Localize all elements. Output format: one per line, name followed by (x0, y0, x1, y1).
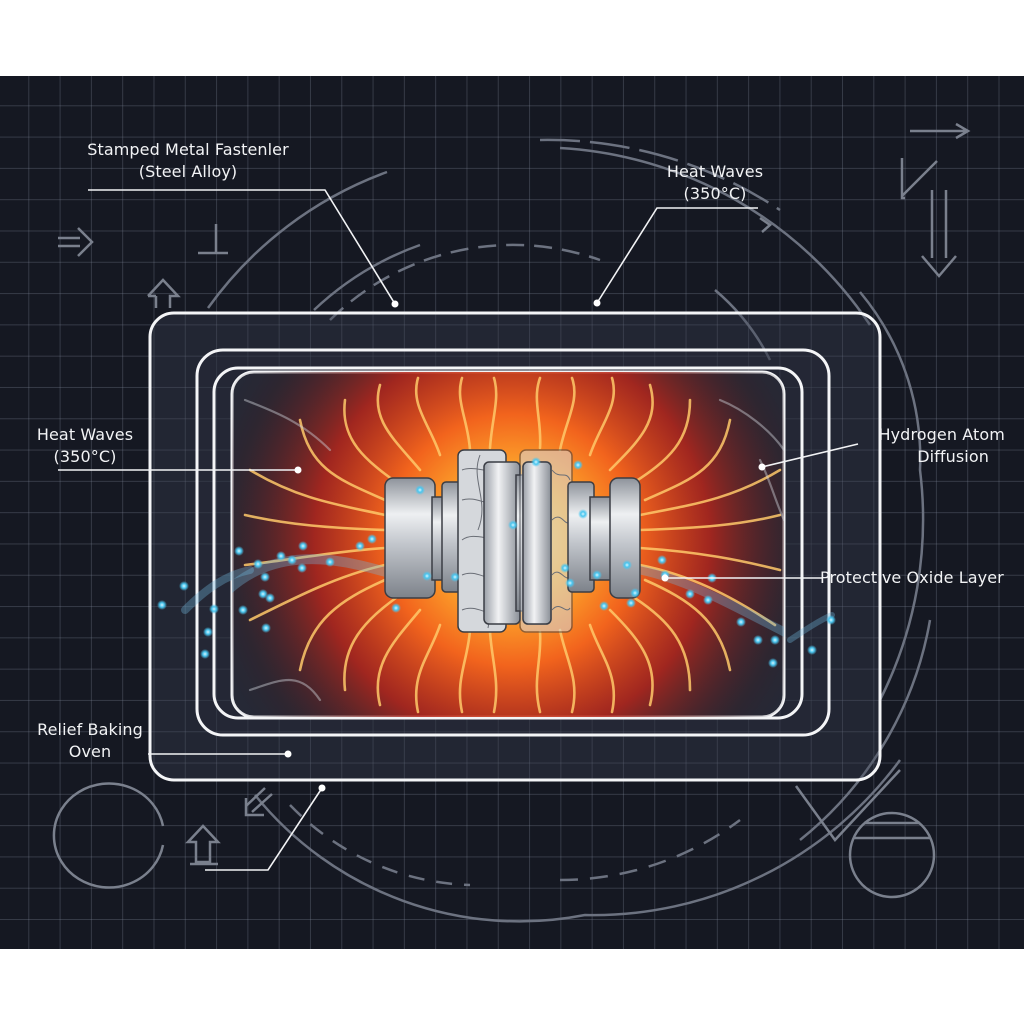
label-heat-waves-top: Heat Waves (350°C) (655, 161, 775, 205)
decorative-arcs (206, 138, 932, 923)
label-protective-oxide-layer: Protective Oxide Layer (820, 567, 1010, 589)
label-relief-baking-oven: Relief Baking Oven (30, 719, 150, 763)
arrow-down-icon (921, 190, 957, 278)
label-heat-waves-left-line2: (350°C) (53, 447, 117, 466)
label-hydrogen-diffusion: Hydrogen Atom Diffusion (855, 424, 1005, 468)
label-heat-waves-left: Heat Waves (350°C) (25, 424, 145, 468)
circle-icon (52, 782, 165, 889)
label-oven-line1: Relief Baking (37, 720, 143, 739)
label-heat-waves-top-line1: Heat Waves (666, 162, 764, 181)
label-hydrogen-line2: Diffusion (917, 447, 989, 466)
label-fastener-line2: (Steel Alloy) (138, 162, 238, 181)
label-fastener-line1: Stamped Metal Fastenler (87, 140, 289, 159)
leader-lines (58, 189, 859, 871)
label-hydrogen-line1: Hydrogen Atom (878, 425, 1005, 444)
arrow-right-icon (58, 227, 94, 257)
hydrogen-stream (181, 566, 254, 614)
hydrogen-atoms (157, 457, 836, 668)
label-oxide-line1: Protective Oxide Layer (820, 568, 1004, 587)
arrow-right-thin-icon (910, 122, 971, 140)
bracket-mark (759, 216, 901, 842)
arrow-up-icon (147, 278, 181, 308)
label-fastener: Stamped Metal Fastenler (Steel Alloy) (78, 139, 298, 183)
arrow-up-base-icon (185, 824, 221, 866)
label-heat-waves-left-line1: Heat Waves (36, 425, 134, 444)
arrow-down-left-small-icon (244, 787, 273, 817)
label-heat-waves-top-line2: (350°C) (683, 184, 747, 203)
leader-dots (284, 299, 766, 792)
label-oven-line2: Oven (68, 742, 112, 761)
perpendicular-icon (198, 224, 228, 255)
circle-lined-icon (848, 811, 936, 899)
arrow-down-left-icon (900, 158, 938, 200)
